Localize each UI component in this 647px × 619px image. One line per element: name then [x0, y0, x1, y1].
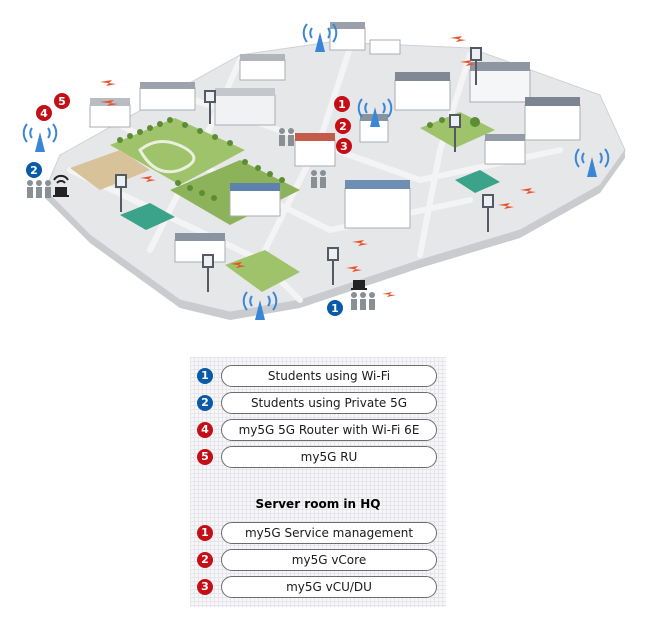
legend-item: 1 Students using Wi-Fi — [190, 365, 446, 387]
server-item: 2 my5G vCore — [190, 549, 446, 571]
marker-bottom-user: 1 — [327, 300, 343, 316]
antenna-towers — [115, 47, 494, 292]
marker-left-user: 2 — [26, 162, 42, 178]
legend-number-badge: 4 — [197, 422, 213, 438]
campus-ground-edge — [45, 150, 625, 320]
green-fields — [70, 112, 500, 292]
server-room-heading: Server room in HQ — [255, 497, 381, 511]
legend-number-badge: 3 — [197, 579, 213, 595]
legend-item: 2 Students using Private 5G — [190, 392, 446, 414]
legend-number-badge: 1 — [197, 368, 213, 384]
svg-text:2: 2 — [30, 164, 38, 177]
marker-top-3: 3 — [336, 138, 352, 154]
legend-label: Students using Wi-Fi — [221, 365, 437, 387]
legend-number-badge: 5 — [197, 449, 213, 465]
legend-number-badge: 1 — [197, 525, 213, 541]
svg-text:1: 1 — [331, 302, 339, 315]
legend-label: my5G vCU/DU — [221, 576, 437, 598]
legend-number-badge: 2 — [197, 395, 213, 411]
laptop-wifi-icon — [53, 174, 69, 197]
legend-panel: 1 Students using Wi-Fi 2 Students using … — [190, 357, 446, 607]
legend-label: my5G RU — [221, 446, 437, 468]
spark-icons — [100, 36, 536, 297]
legend-label: Students using Private 5G — [221, 392, 437, 414]
legend-label: my5G Service management — [221, 522, 437, 544]
server-item: 3 my5G vCU/DU — [190, 576, 446, 598]
svg-text:1: 1 — [338, 98, 346, 111]
legend-label: my5G 5G Router with Wi-Fi 6E — [221, 419, 437, 441]
legend-item: 5 my5G RU — [190, 446, 446, 468]
people-icons — [27, 128, 375, 310]
legend-number-badge: 2 — [197, 552, 213, 568]
marker-top-2: 2 — [335, 118, 351, 134]
svg-text:5: 5 — [58, 95, 66, 108]
laptop-icon — [351, 280, 367, 290]
marker-top-1: 1 — [334, 96, 350, 112]
server-item: 1 my5G Service management — [190, 522, 446, 544]
svg-text:2: 2 — [339, 120, 347, 133]
svg-text:3: 3 — [340, 140, 348, 153]
svg-text:4: 4 — [40, 107, 48, 120]
campus-map: 1 2 3 4 5 2 1 — [22, 22, 626, 320]
legend-item: 4 my5G 5G Router with Wi-Fi 6E — [190, 419, 446, 441]
marker-left-5: 5 — [54, 93, 70, 109]
signal-broadcast-icons — [22, 23, 610, 320]
marker-left-4: 4 — [36, 105, 52, 121]
trees — [117, 117, 480, 201]
legend-label: my5G vCore — [221, 549, 437, 571]
